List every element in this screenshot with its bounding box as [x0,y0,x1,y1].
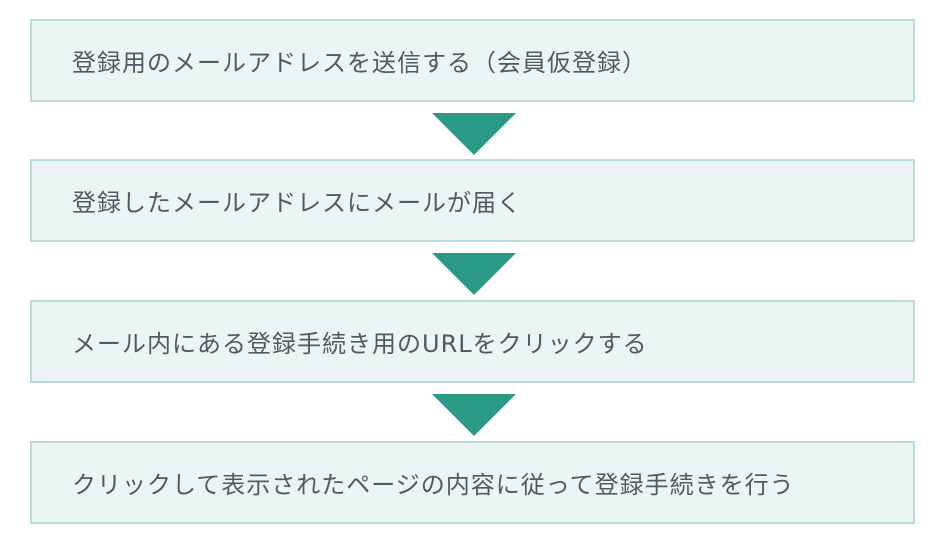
step-3-text: メール内にある登録手続き用のURLをクリックする [72,330,648,358]
step-1-text: 登録用のメールアドレスを送信する（会員仮登録） [72,49,647,77]
step-4-text: クリックして表示されたページの内容に従って登録手続きを行う [72,471,795,499]
down-arrow-icon [432,253,516,295]
step-box-4: クリックして表示されたページの内容に従って登録手続きを行う [30,441,915,524]
step-box-3: メール内にある登録手続き用のURLをクリックする [30,300,915,383]
step-box-2: 登録したメールアドレスにメールが届く [30,159,915,242]
step-2-text: 登録したメールアドレスにメールが届く [72,189,522,217]
down-arrow-icon [432,113,516,155]
step-box-1: 登録用のメールアドレスを送信する（会員仮登録） [30,19,915,102]
down-arrow-icon [432,394,516,436]
